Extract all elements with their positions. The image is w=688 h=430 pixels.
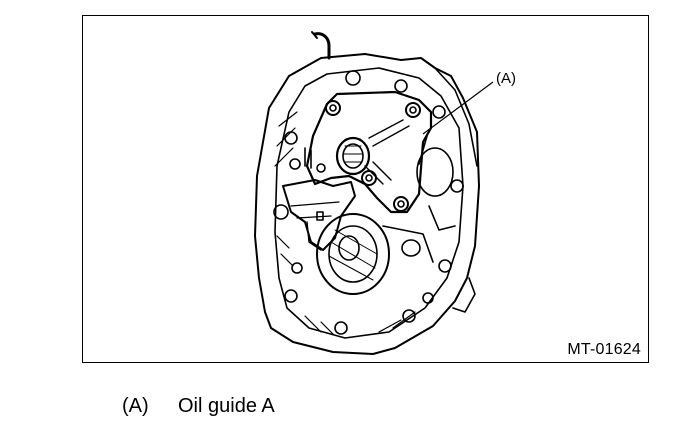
- figure-frame: (A) MT-01624: [82, 15, 649, 363]
- breather-pipe: [313, 32, 331, 60]
- figure-id-label: MT-01624: [567, 341, 641, 358]
- inner-flange: [274, 67, 464, 339]
- lower-bracket: [282, 179, 356, 251]
- callout-label-a: (A): [496, 70, 516, 87]
- lower-gear: [316, 213, 390, 295]
- transmission-case-illustration: [254, 31, 494, 355]
- caption-label: (A): [122, 395, 149, 417]
- caption-text: Oil guide A: [178, 395, 275, 417]
- callout-leader-line: [422, 81, 494, 135]
- figure-caption: (A) Oil guide A: [122, 395, 275, 418]
